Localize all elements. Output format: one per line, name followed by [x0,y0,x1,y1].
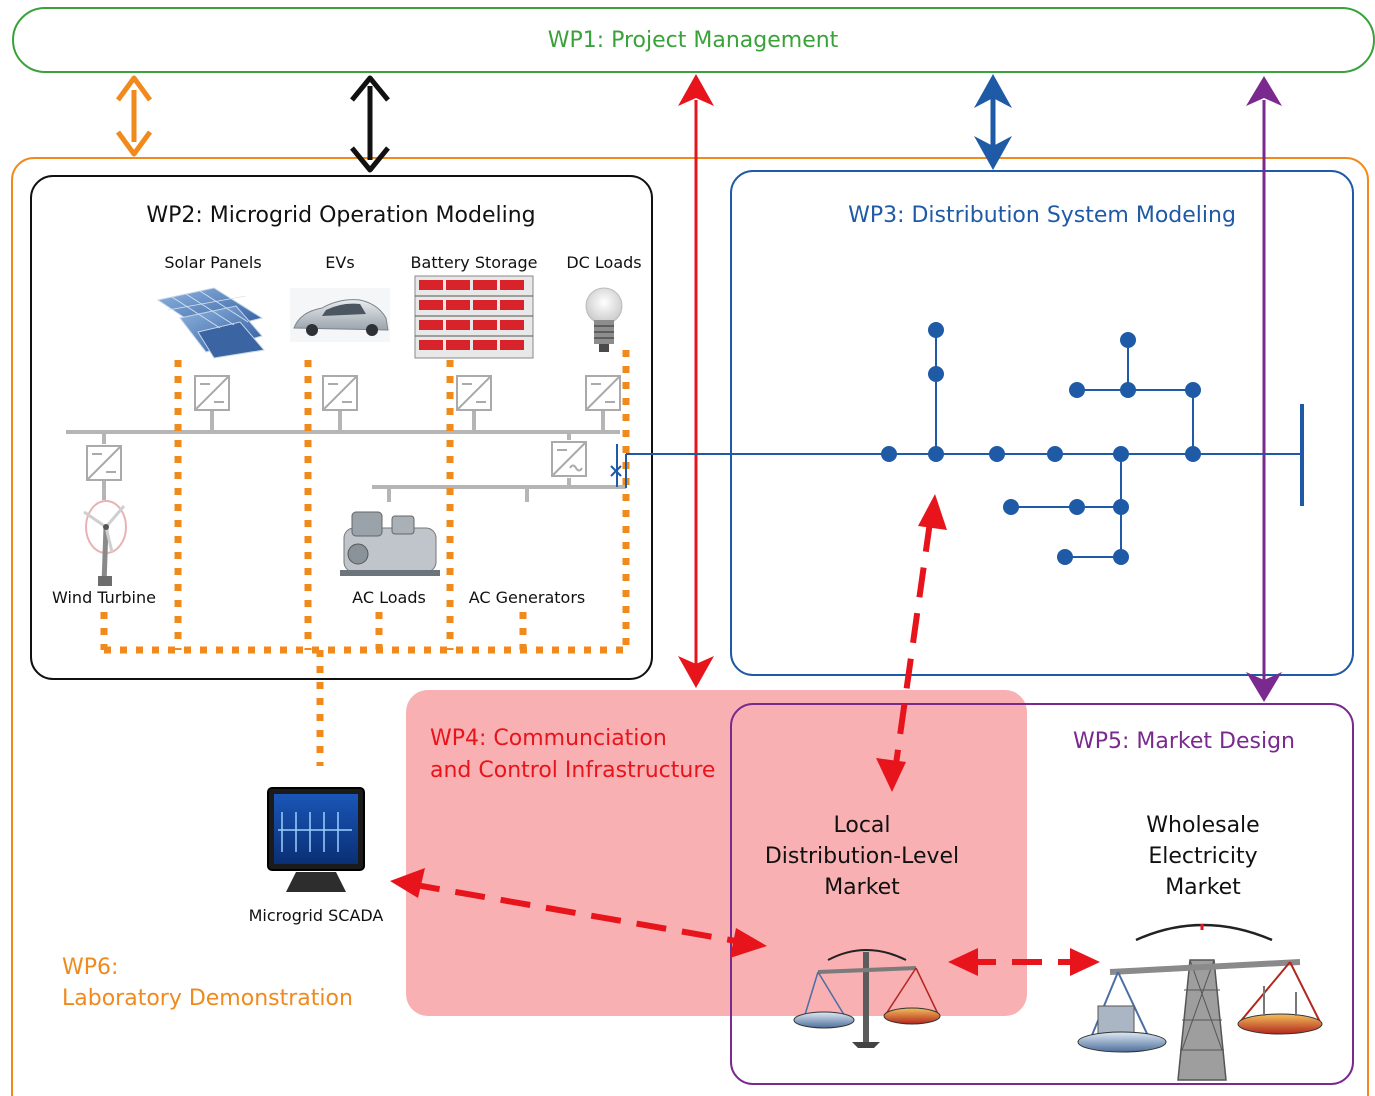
communication-arrows [390,494,1100,976]
wp6-title-line1: WP6: [62,955,118,980]
wp2-wp1-arrow [350,75,390,173]
converter-icons [86,375,621,481]
microgrid-contents: Solar Panels EVs Battery Storage DC Load… [52,253,642,607]
wp5-frame [730,703,1354,1085]
wholesale-market-line3: Market [1165,875,1241,900]
wp6-frame [11,157,1369,1096]
wp6-title-line2: Laboratory Demonstration [62,986,353,1011]
wp1-frame [12,7,1375,73]
label-wind-turbine: Wind Turbine [52,588,156,607]
solar-panels-icon [156,287,265,359]
network-market-arrow [876,494,947,792]
local-market-line2: Distribution-Level [765,844,959,869]
wholesale-market-scale-icon [1077,923,1323,1081]
local-market-line1: Local [833,813,890,838]
ev-car-icon [290,288,390,342]
inverter-icon [551,441,587,477]
wp4-region [406,690,1027,1016]
wp5-wp1-arrow [1246,76,1282,702]
wp4-wp1-arrow [678,74,714,688]
scada-label: Microgrid SCADA [249,906,384,925]
converter-icon [194,375,230,411]
wp6-wp1-arrow [115,75,153,157]
microgrid-buses [66,408,626,502]
scada-monitor-icon [267,787,365,892]
network-nodes [881,322,1201,565]
label-ac-loads: AC Loads [352,588,426,607]
distribution-network [625,322,1304,565]
label-battery-storage: Battery Storage [411,253,538,272]
wp1-title: WP1: Project Management [548,28,839,53]
wp3-wp1-arrow [974,74,1012,170]
label-ac-generators: AC Generators [469,588,586,607]
ac-loads-icon [340,511,440,576]
wholesale-market-line1: Wholesale [1146,813,1259,838]
scada-market-arrow [390,868,767,958]
breaker-icon [610,444,622,487]
wholesale-market-line2: Electricity [1148,844,1257,869]
label-dc-loads: DC Loads [566,253,641,272]
local-wholesale-arrow [948,948,1100,976]
wp2-frame [30,175,653,680]
local-market-scale-icon [793,949,941,1048]
wp3-title: WP3: Distribution System Modeling [848,203,1236,228]
link-arrows [115,74,1282,702]
light-bulb-icon [585,287,623,352]
wind-turbine-icon [83,500,127,586]
converter-icon [456,375,492,411]
battery-storage-icon [414,275,534,359]
label-solar-panels: Solar Panels [164,253,261,272]
wp3-frame [730,170,1354,676]
converter-icon [86,445,122,481]
wp2-title: WP2: Microgrid Operation Modeling [146,203,535,228]
wp5-title: WP5: Market Design [1073,729,1295,754]
local-market-line3: Market [824,875,900,900]
converter-icon [585,375,621,411]
wp4-title-line2: and Control Infrastructure [430,758,715,783]
label-evs: EVs [325,253,354,272]
control-links [100,350,630,766]
wp4-title-line1: WP4: Communciation [430,726,667,751]
converter-icon [322,375,358,411]
